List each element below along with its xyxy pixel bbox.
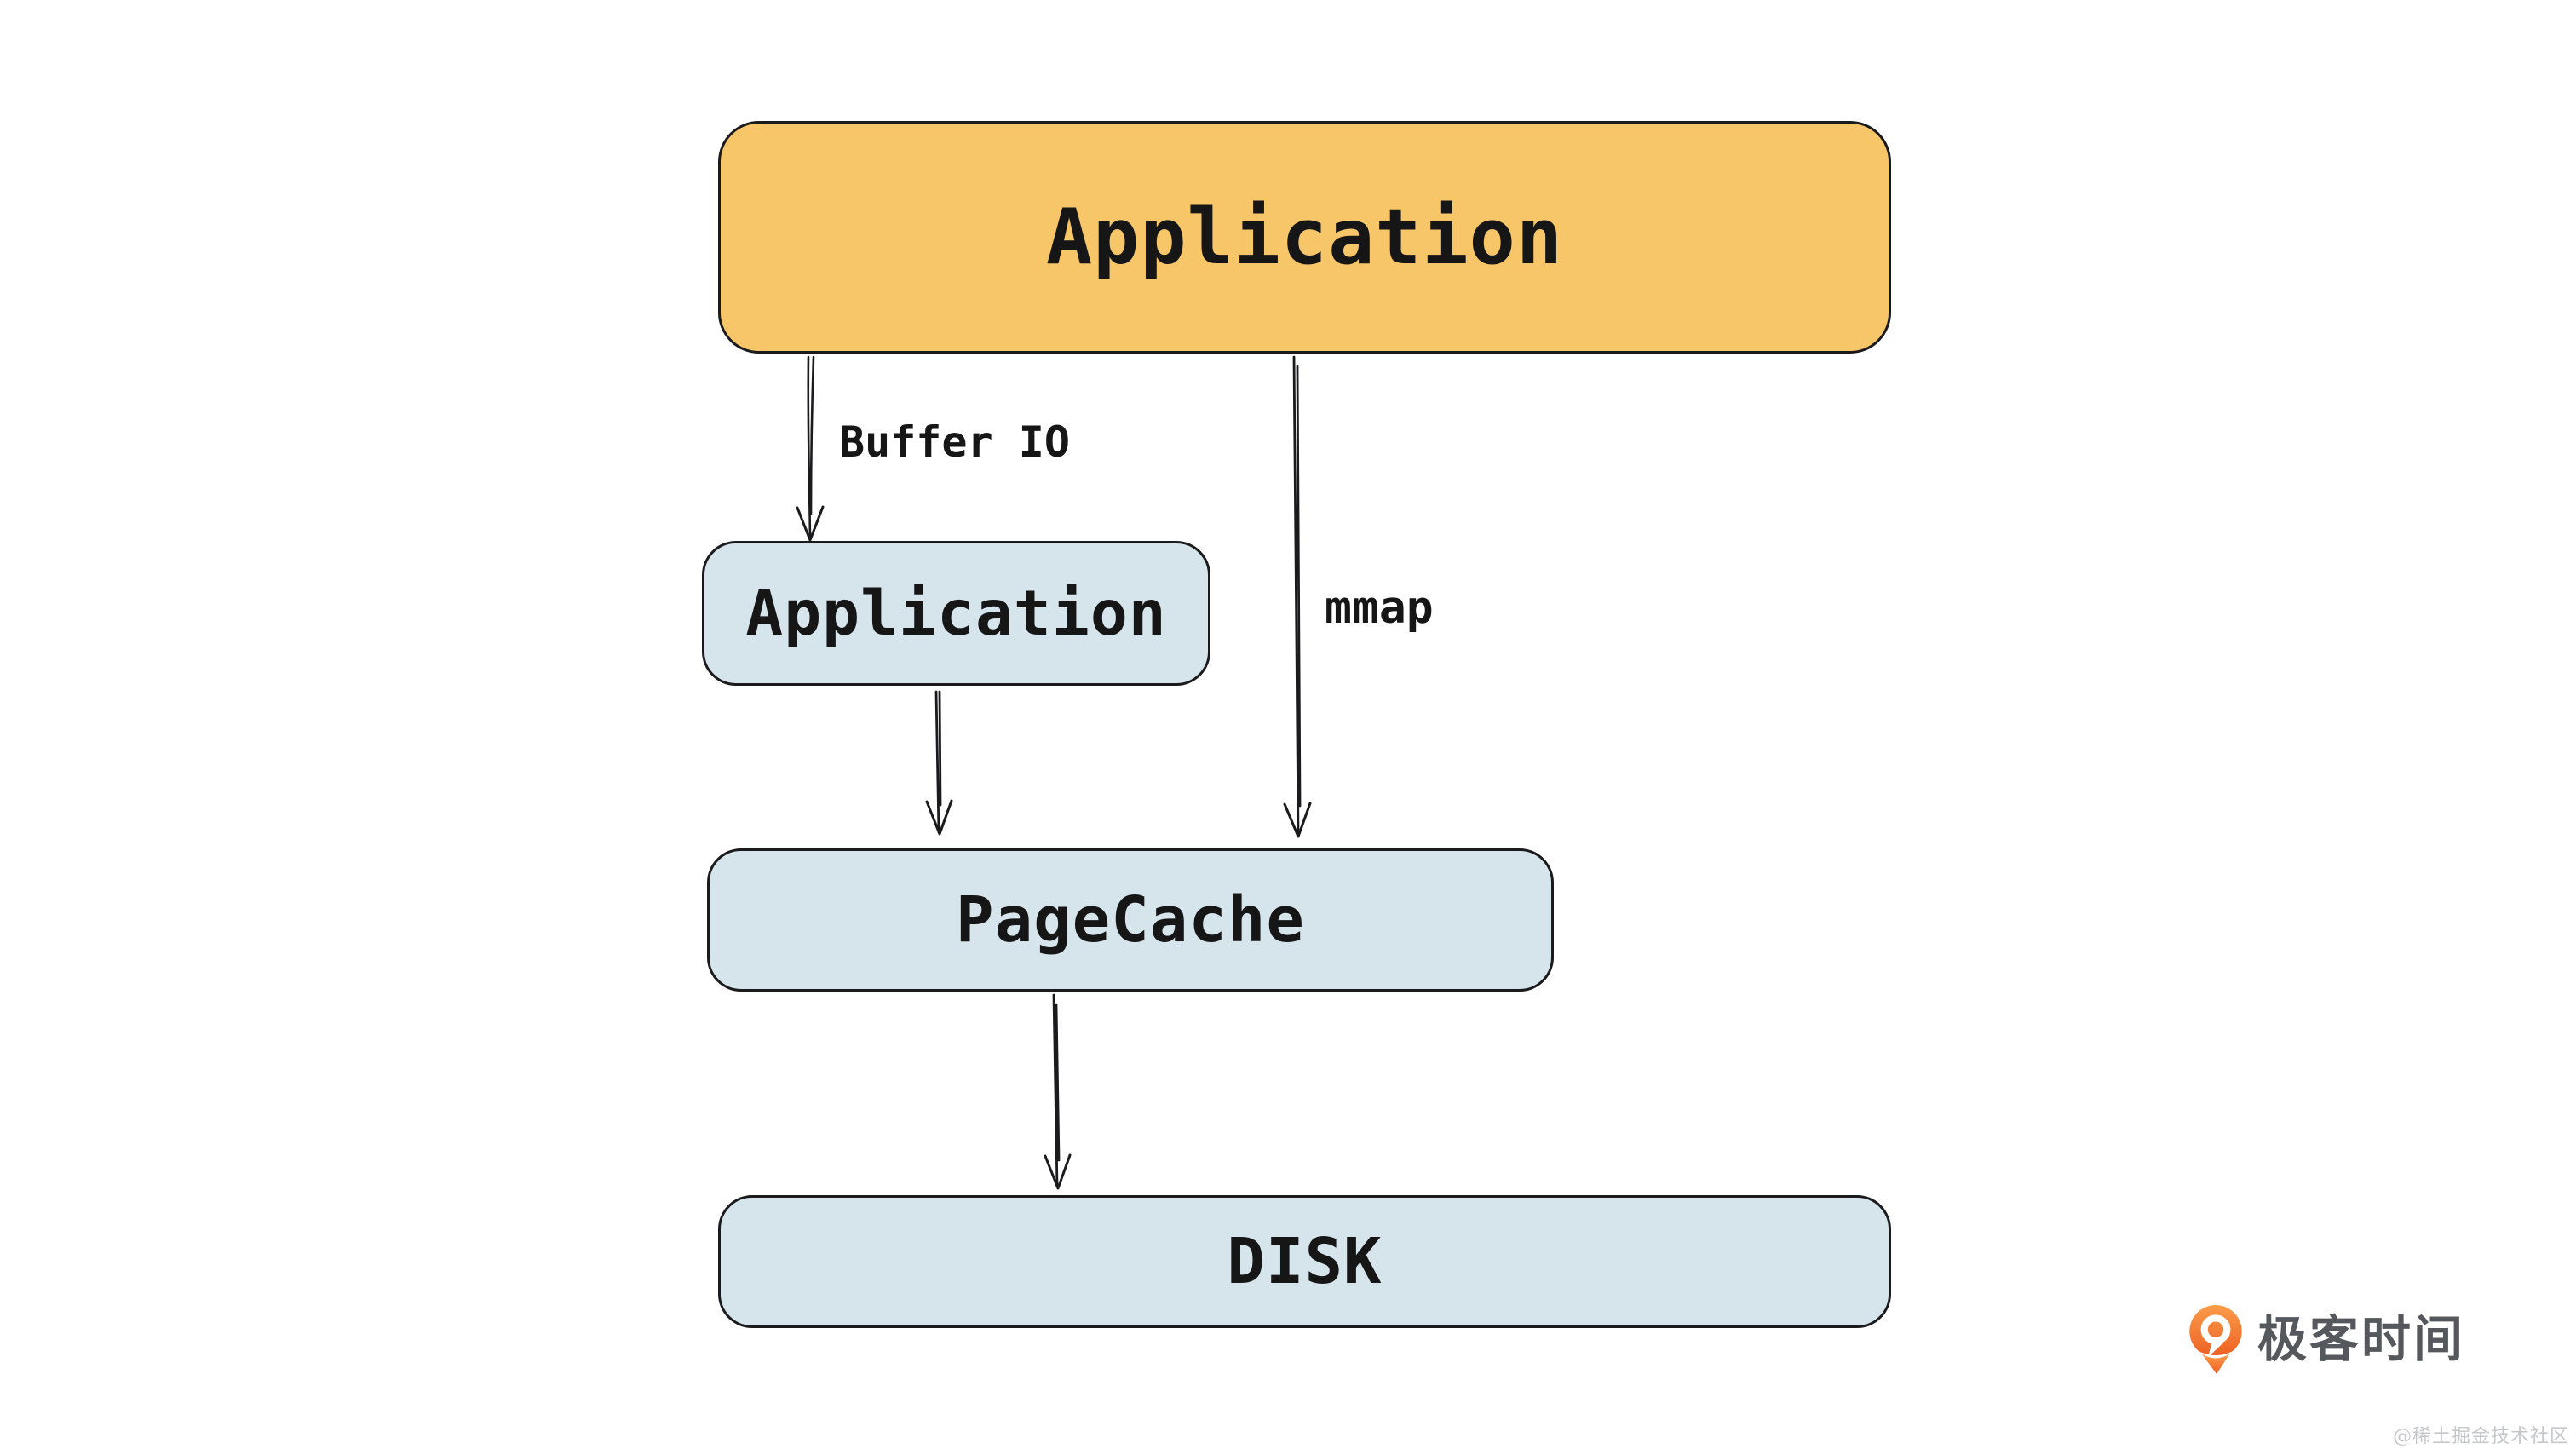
arrow-mmap-head (1283, 802, 1312, 838)
geektime-logo-text: 极客时间 (2257, 1310, 2466, 1368)
arrow-app-to-pagecache-head (925, 799, 953, 836)
arrow-mmap-line (1292, 355, 1302, 836)
watermark-text: @稀土掘金技术社区 (2392, 1426, 2569, 1447)
edge-label-buffer-io: Buffer IO (839, 417, 1070, 467)
geektime-logo-icon (2189, 1305, 2242, 1374)
arrow-buffer-io-head (796, 505, 825, 542)
arrow-pagecache-to-disk-head (1044, 1153, 1072, 1190)
node-application-buffered: Application (702, 541, 1210, 686)
edge-label-mmap: mmap (1325, 582, 1434, 634)
arrow-app-to-pagecache-line (934, 690, 942, 834)
arrow-pagecache-to-disk-line (1052, 993, 1061, 1188)
node-disk: DISK (718, 1195, 1891, 1328)
node-application-top: Application (718, 121, 1891, 354)
geektime-logo: 极客时间 (2188, 1303, 2465, 1375)
arrow-buffer-io-line (807, 355, 815, 539)
node-pagecache: PageCache (707, 848, 1554, 992)
